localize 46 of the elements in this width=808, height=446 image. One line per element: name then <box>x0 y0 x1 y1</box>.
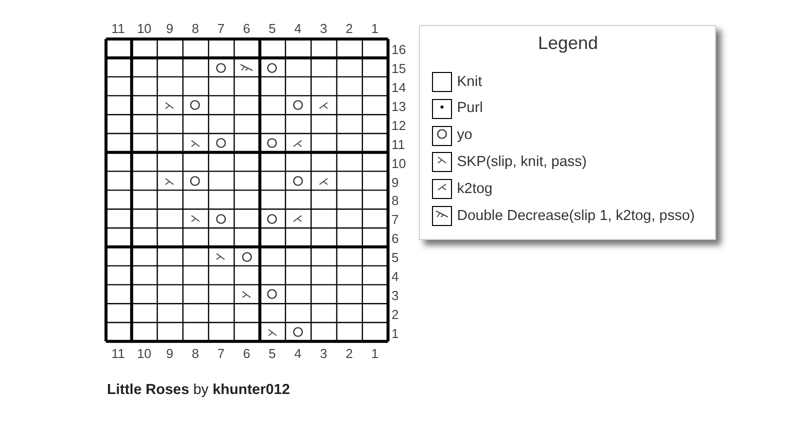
column-number: 9 <box>166 21 174 36</box>
column-number: 6 <box>243 21 250 36</box>
row-number: 13 <box>392 98 406 114</box>
column-number: 2 <box>346 21 353 36</box>
column-number: 2 <box>346 346 353 360</box>
legend-label: Knit <box>457 74 482 90</box>
row-number: 1 <box>392 326 399 341</box>
row-number: 16 <box>392 42 406 58</box>
row-number: 8 <box>392 193 399 208</box>
row-number: 6 <box>392 231 399 246</box>
column-number: 8 <box>192 21 199 36</box>
column-number: 7 <box>217 21 225 36</box>
column-number: 5 <box>268 21 276 36</box>
column-number: 3 <box>320 346 328 360</box>
row-number: 3 <box>392 288 399 303</box>
legend-label: SKP(slip, knit, pass) <box>457 154 587 171</box>
column-number: 5 <box>268 346 276 360</box>
row-number: 2 <box>392 306 399 322</box>
column-number: 4 <box>294 21 302 36</box>
column-number: 10 <box>136 21 152 36</box>
row-number: 9 <box>392 174 399 190</box>
row-number: 14 <box>392 80 406 96</box>
column-number: 11 <box>111 21 125 36</box>
legend-label: yo <box>457 127 472 144</box>
legend-heading: Legend <box>538 33 598 53</box>
column-number: 8 <box>192 346 199 360</box>
legend-label: Double Decrease(slip 1, k2tog, psso) <box>457 208 695 224</box>
row-number: 15 <box>392 61 406 76</box>
column-number: 10 <box>136 346 152 360</box>
legend-label: k2tog <box>457 180 492 198</box>
legend-label: Purl <box>457 100 483 118</box>
column-number: 3 <box>320 21 328 36</box>
chart-title: Little Roses by khunter012 <box>107 381 290 399</box>
column-number: 7 <box>217 346 225 360</box>
row-number: 4 <box>392 269 399 284</box>
row-number: 5 <box>392 250 399 266</box>
column-number: 9 <box>166 346 174 360</box>
column-number: 4 <box>294 346 302 360</box>
row-number: 7 <box>392 212 399 228</box>
row-number: 10 <box>392 156 406 171</box>
row-number: 11 <box>392 136 406 152</box>
column-number: 1 <box>371 346 378 360</box>
column-number: 11 <box>111 346 125 360</box>
column-number: 1 <box>371 21 378 36</box>
row-number: 12 <box>392 118 406 133</box>
column-number: 6 <box>243 346 250 360</box>
